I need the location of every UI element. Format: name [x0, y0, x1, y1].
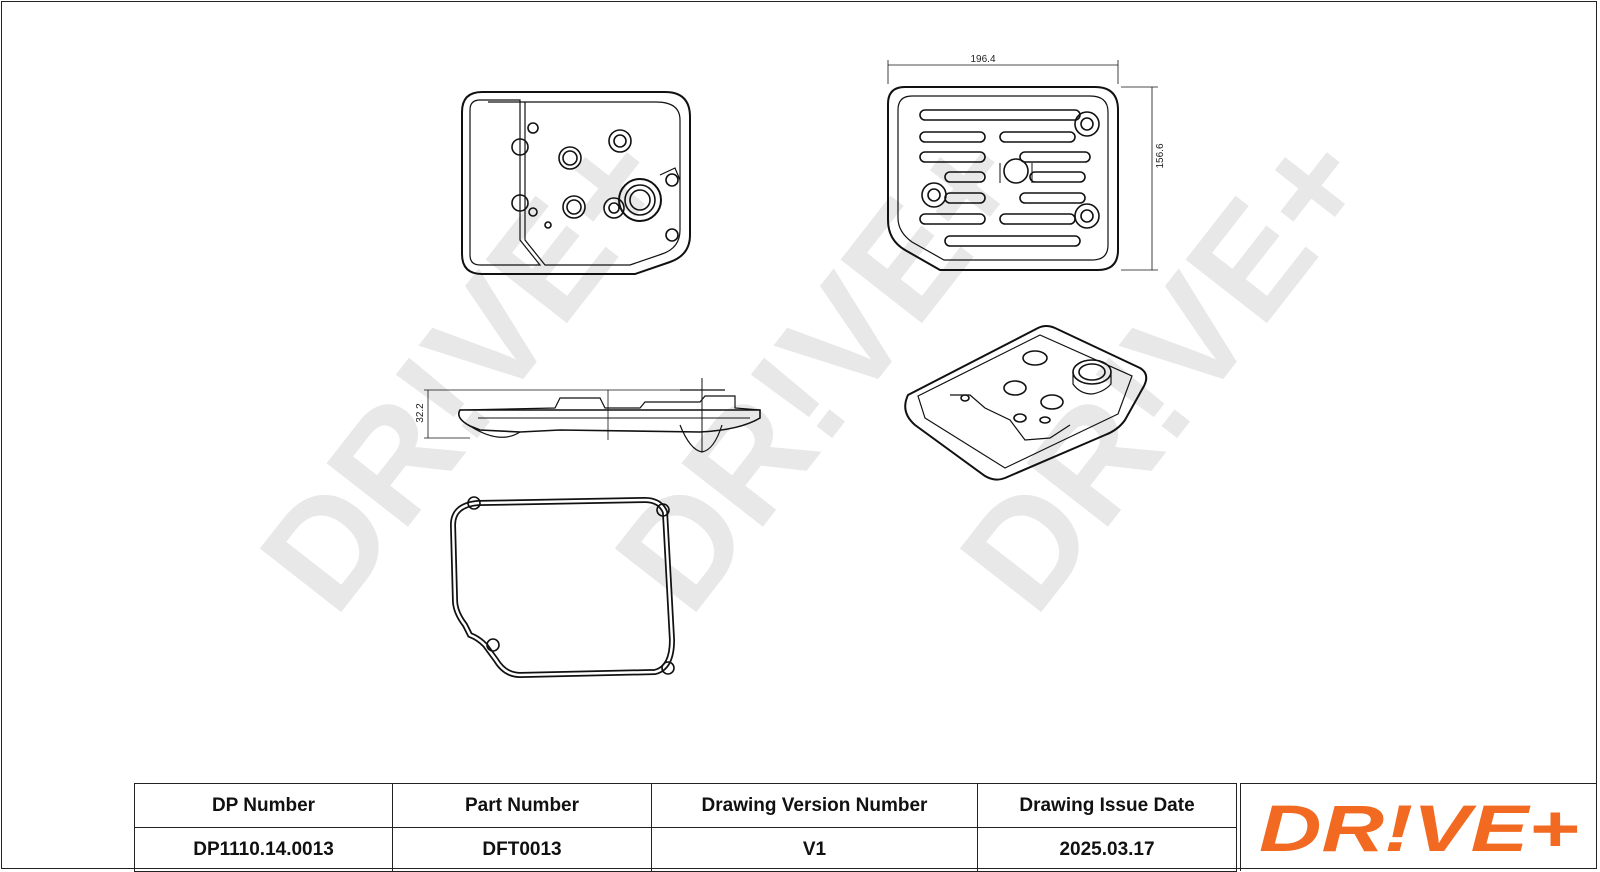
value-part-number: DFT0013	[392, 827, 652, 872]
header-drawing-version: Drawing Version Number	[651, 783, 978, 828]
header-part-number: Part Number	[392, 783, 652, 828]
title-block-header-row: DP Number Part Number Drawing Version Nu…	[134, 783, 1237, 828]
title-block: DP Number Part Number Drawing Version Nu…	[134, 783, 1237, 872]
logo-cell: DR!VE+	[1240, 783, 1597, 871]
value-dp-number: DP1110.14.0013	[134, 827, 393, 872]
value-issue-date: 2025.03.17	[977, 827, 1237, 872]
header-issue-date: Drawing Issue Date	[977, 783, 1237, 828]
filter-top-view	[887, 60, 1158, 271]
gasket-view	[449, 496, 676, 679]
dimension-thickness: 32.2	[415, 403, 426, 423]
filter-bottom-view	[461, 91, 691, 275]
dimension-height: 156.6	[1155, 143, 1166, 168]
filter-isometric-view	[904, 325, 1148, 481]
logo-text: DR!VE+	[1259, 791, 1579, 865]
value-drawing-version: V1	[651, 827, 978, 872]
dimension-width: 196.4	[970, 54, 995, 65]
title-block-value-row: DP1110.14.0013 DFT0013 V1 2025.03.17	[134, 827, 1237, 872]
header-dp-number: DP Number	[134, 783, 393, 828]
drive-logo: DR!VE+	[1259, 791, 1579, 865]
watermark-group: DR!VE+ DR!VE+ DR!VE+	[228, 99, 1402, 639]
filter-side-view	[424, 378, 761, 453]
